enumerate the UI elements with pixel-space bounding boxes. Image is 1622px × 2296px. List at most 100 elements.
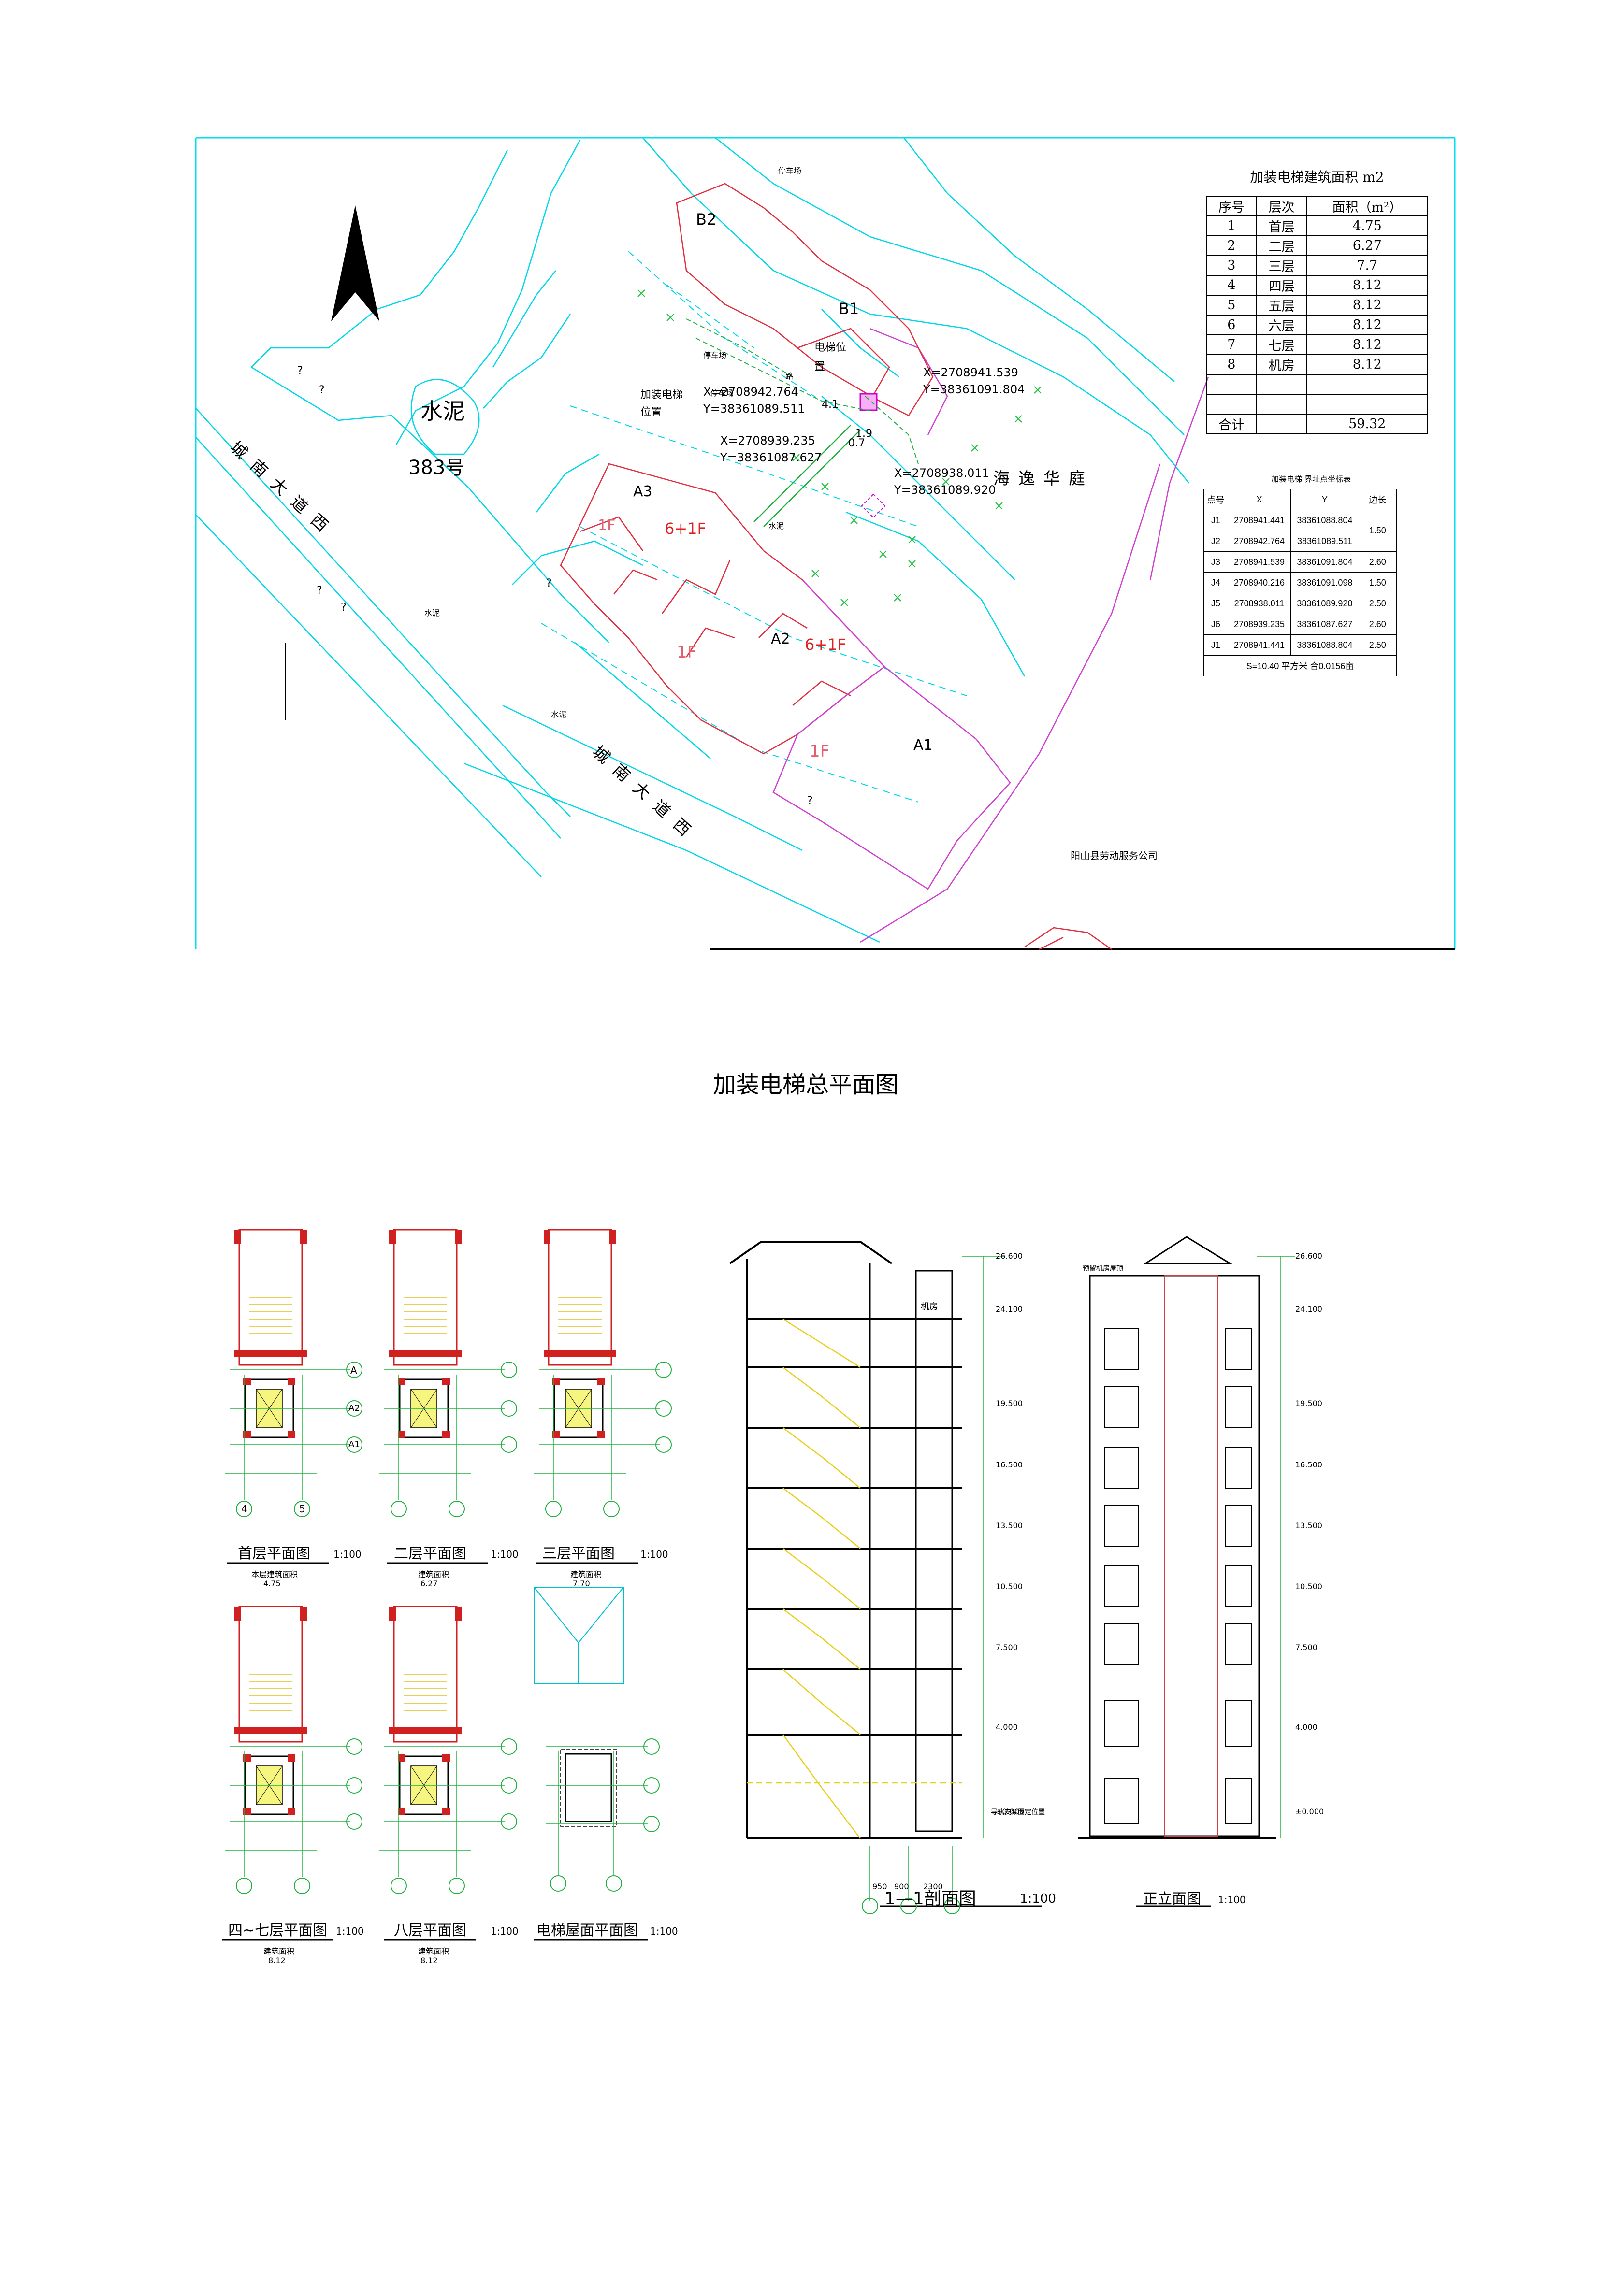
section-scale: 1:100 <box>1020 1892 1056 1906</box>
plan-note-2: 建筑面积 <box>418 1570 449 1579</box>
cell: 机房 <box>1256 354 1307 375</box>
elevation-elev-1: 26.600 <box>1295 1251 1322 1261</box>
label-labor-company: 阳山县劳动服务公司 <box>1071 850 1158 861</box>
label-parking-1: 停车场 <box>778 166 802 175</box>
section-elev-1: 26.600 <box>996 1251 1023 1261</box>
plan-note-4: 建筑面积 <box>263 1947 295 1956</box>
cell: 二层 <box>1256 235 1307 256</box>
label-one-f-1: 1F <box>598 517 616 534</box>
cell <box>1256 414 1307 434</box>
label-coord-4: X=2708938.011 <box>894 466 989 480</box>
area-header: 面积（m²） <box>1306 196 1429 216</box>
label-elevator-pos-1: 电梯位置 <box>814 342 847 373</box>
elevation-elev-4: 16.500 <box>1295 1460 1322 1469</box>
plan-title-2: 二层平面图 <box>394 1545 466 1562</box>
section-note: 导轨支架固定位置 <box>991 1808 1045 1816</box>
section-elev-5: 13.500 <box>996 1521 1023 1530</box>
label-coord-1y: Y=38361091.804 <box>923 383 1025 396</box>
area-header: 序号 <box>1206 196 1257 216</box>
cell: 2.60 <box>1358 614 1397 635</box>
label-q-6: ? <box>807 795 813 807</box>
cell: 5 <box>1206 295 1257 316</box>
section-elev-3: 19.500 <box>996 1399 1023 1408</box>
coord-footer-row: S=10.40 平方米 合0.0156亩 <box>1203 655 1397 676</box>
section-elev-6: 10.500 <box>996 1582 1023 1591</box>
label-coord-2: X=2708942.764 <box>703 385 798 399</box>
cell: 38361088.804 <box>1290 510 1359 531</box>
elevation-elev-5: 13.500 <box>1295 1521 1322 1530</box>
label-coord-1: X=2708941.539 <box>923 366 1018 379</box>
total-value: 59.32 <box>1306 414 1429 434</box>
plan-area-3: 7.70 <box>573 1579 590 1588</box>
site-plan-title: 加装电梯总平面图 <box>713 1071 899 1098</box>
cell: 8.12 <box>1306 334 1429 355</box>
cell: 2708942.764 <box>1227 531 1291 552</box>
label-q-1: ? <box>297 365 303 377</box>
coord-header: 点号 <box>1203 489 1228 510</box>
section-elev-4: 16.500 <box>996 1460 1023 1469</box>
cell: 8.12 <box>1306 295 1429 316</box>
label-coord-2y: Y=38361089.511 <box>703 402 805 416</box>
cell: 4.75 <box>1306 215 1429 236</box>
label-a3-floors: 6+1F <box>665 519 706 538</box>
label-q-4: ? <box>341 602 347 614</box>
label-bldg-a1: A1 <box>913 737 933 754</box>
label-cement-small-2: 水泥 <box>551 710 567 719</box>
cell: 2.50 <box>1358 634 1397 656</box>
elevation-drawing <box>1078 1236 1295 1839</box>
cell: 2.60 <box>1358 551 1397 573</box>
label-dim-b: 0.7 <box>848 437 865 449</box>
label-bldg-b1: B1 <box>839 300 859 318</box>
elevation-note: 预留机房屋顶 <box>1083 1265 1123 1273</box>
cell <box>1206 394 1257 415</box>
label-one-f-3: 1F <box>810 742 830 761</box>
label-cement-big: 水泥 <box>420 398 465 424</box>
cell: 7 <box>1206 334 1257 355</box>
label-cement-small-3: 水泥 <box>768 521 784 531</box>
label-q-2: ? <box>319 384 325 396</box>
label-parking-3: 停车场 <box>710 388 734 398</box>
axis-a2: A2 <box>348 1403 360 1413</box>
label-elevator-pos-2: 加装电梯位置 <box>640 389 683 418</box>
cell: 2 <box>1206 235 1257 256</box>
elevation-elev-9: ±0.000 <box>1295 1807 1324 1816</box>
label-bldg-b2: B2 <box>696 210 717 229</box>
area-header: 层次 <box>1256 196 1307 216</box>
cell: 五层 <box>1256 295 1307 316</box>
cell: 4 <box>1206 275 1257 296</box>
cell: 六层 <box>1256 315 1307 335</box>
label-parking-2: 停车场 <box>703 351 727 360</box>
label-q-3: ? <box>317 585 322 597</box>
cell: 2708941.441 <box>1227 510 1291 531</box>
plan-scale-4: 1:100 <box>336 1925 364 1937</box>
plan-area-4: 8.12 <box>268 1956 286 1965</box>
cell: 38361089.920 <box>1290 593 1359 614</box>
section-elev-9: ±0.000 <box>996 1807 1025 1816</box>
cell: 2708941.441 <box>1227 634 1291 656</box>
section-drawing <box>729 1241 1005 1914</box>
plan-scale-3: 1:100 <box>640 1549 668 1560</box>
label-cement-small-1: 水泥 <box>424 608 440 617</box>
cell: 1 <box>1206 215 1257 236</box>
cell: 七层 <box>1256 334 1307 355</box>
cell: 三层 <box>1256 255 1307 276</box>
section-elev-2: 24.100 <box>996 1305 1023 1314</box>
label-a2-floors: 6+1F <box>805 635 846 654</box>
section-dim-1: 950 <box>872 1882 887 1891</box>
elevation-title: 正立面图 <box>1143 1891 1201 1908</box>
plan-scale-1: 1:100 <box>333 1549 362 1560</box>
axis-4: 4 <box>241 1503 247 1515</box>
cell: 7.7 <box>1306 255 1429 276</box>
plan-title-1: 首层平面图 <box>238 1545 310 1562</box>
